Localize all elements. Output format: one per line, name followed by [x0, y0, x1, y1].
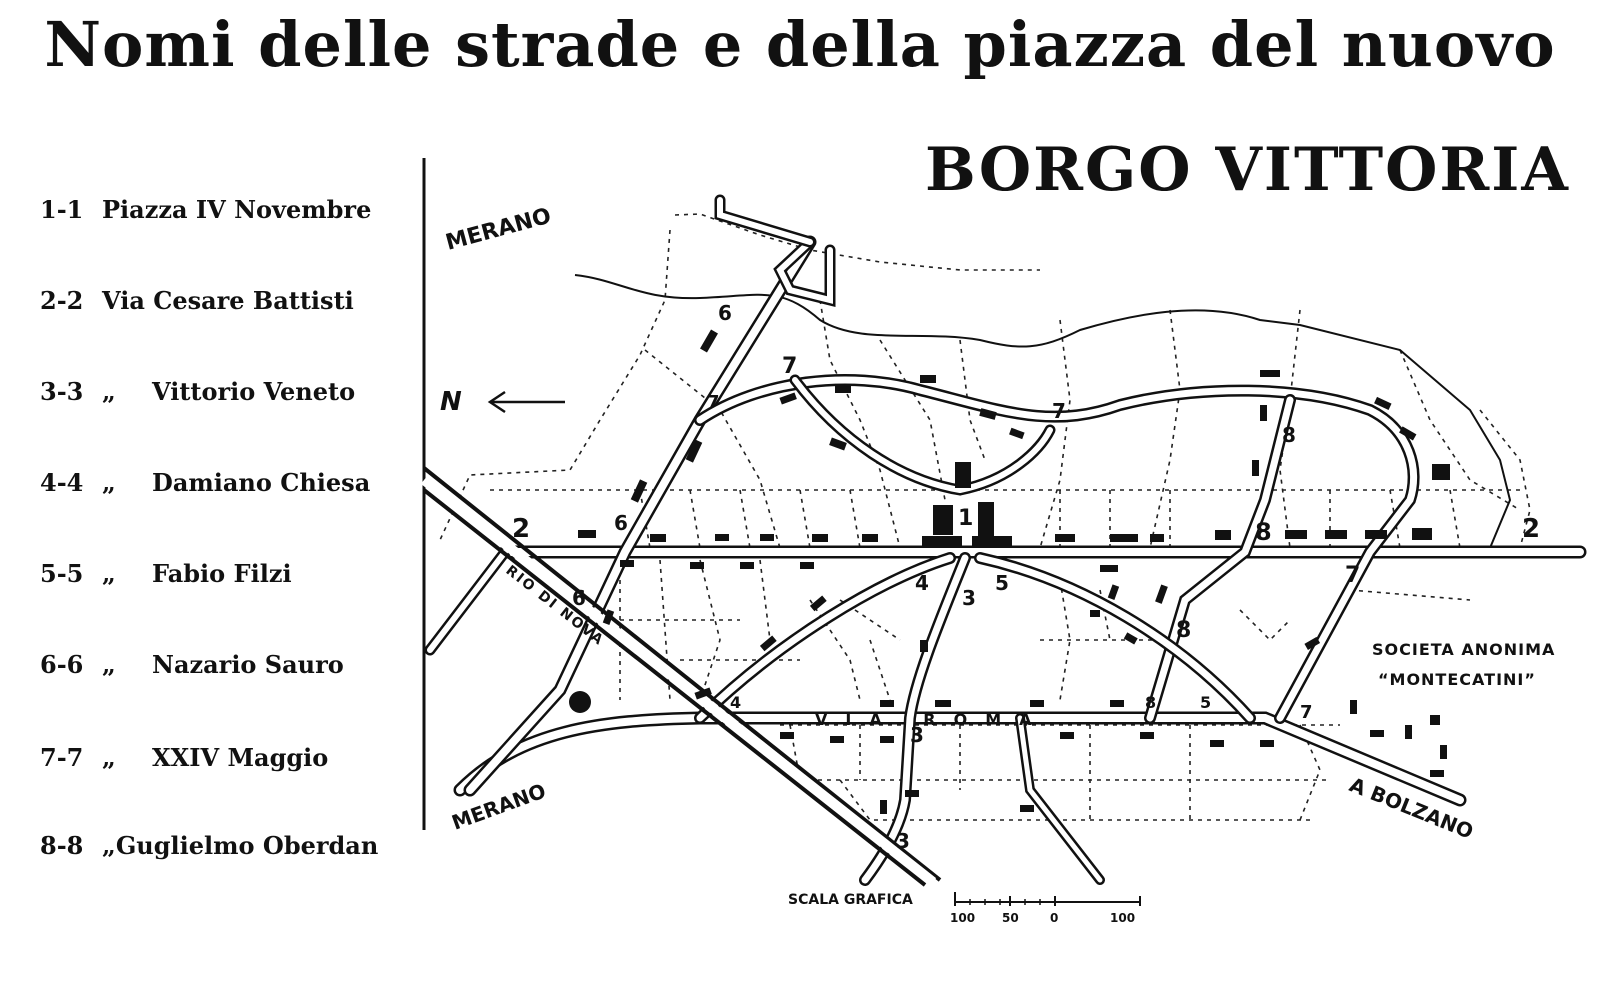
legend-street-name: XXIV Maggio [152, 743, 329, 772]
legend-street-name: Guglielmo Oberdan [115, 831, 379, 860]
street-number: 6 [614, 511, 628, 535]
street-number: 8 [1176, 618, 1191, 643]
street-number: 8 [1255, 518, 1272, 546]
street-number: 5 [1200, 693, 1211, 712]
legend-ditto-mark: „ [102, 559, 116, 588]
scale-tick-label: 50 [1002, 911, 1019, 925]
street-number: 2 [512, 514, 530, 544]
legend-code: 5-5 [40, 559, 84, 588]
legend-street-name: Via Cesare Battisti [102, 286, 354, 315]
street-number: 8 [1145, 693, 1156, 712]
scale-tick-label: 0 [1050, 911, 1058, 925]
via-roma-label: VIA ROMA [815, 710, 1050, 729]
legend-code: 6-6 [40, 650, 84, 679]
scale-tick-label: 100 [1110, 911, 1135, 925]
street-number: 3 [962, 586, 976, 610]
legend-code: 3-3 [40, 377, 84, 406]
north-arrow [487, 390, 565, 414]
rio-di-nova-channel [420, 466, 942, 887]
roads [424, 194, 1587, 886]
street-number: 5 [995, 571, 1009, 595]
legend-item: 7-7 „ XXIV Maggio [40, 743, 328, 773]
street-number: 1 [958, 506, 973, 531]
legend-ditto-mark: „ [102, 831, 116, 860]
legend-ditto-mark: „ [102, 650, 116, 679]
graphic-scale: SCALA GRAFICA 100 50 0 100 [788, 892, 1141, 925]
street-number: 7 [707, 392, 720, 413]
legend-code: 1-1 [40, 195, 84, 224]
map-title: Nomi delle strade e della piazza del nuo… [44, 8, 1556, 81]
legend-street-name: Piazza IV Novembre [102, 195, 372, 224]
legend-item: 3-3 „ Vittorio Veneto [40, 377, 355, 407]
merano-top-label: MERANO [443, 204, 554, 256]
street-number: 7 [782, 354, 797, 379]
scale-tick-label: 100 [950, 911, 975, 925]
street-number: 7 [1052, 399, 1066, 423]
legend-item: 6-6 „ Nazario Sauro [40, 650, 344, 680]
legend-code: 7-7 [40, 743, 84, 772]
street-number: 7 [1345, 563, 1360, 588]
company-label-line1: SOCIETA ANONIMA [1372, 640, 1555, 659]
company-label-line2: “MONTECATINI” [1378, 670, 1536, 689]
stream-line [574, 274, 1512, 549]
legend-street-name: Fabio Filzi [152, 559, 292, 588]
rio-di-nova-label: RIO DI NOVA [503, 563, 608, 650]
north-label: N [440, 387, 462, 417]
street-number: 4 [915, 571, 929, 595]
legend-code: 8-8 [40, 831, 84, 860]
building-blocks [569, 329, 1450, 814]
legend-street-name: Vittorio Veneto [152, 377, 356, 406]
street-number: 2 [1522, 514, 1540, 544]
legend-item: 2-2 Via Cesare Battisti [40, 286, 354, 316]
legend-code: 2-2 [40, 286, 84, 315]
legend-ditto-mark: „ [102, 743, 116, 772]
street-number: 6 [572, 586, 586, 610]
legend-street-name: Nazario Sauro [152, 650, 344, 679]
street-number: 3 [910, 723, 924, 747]
street-number: 3 [896, 829, 910, 853]
legend-code: 4-4 [40, 468, 84, 497]
legend-street-name: Damiano Chiesa [152, 468, 371, 497]
legend-item: 8-8 „Guglielmo Oberdan [40, 831, 378, 861]
piazza-building [922, 462, 1012, 546]
map-subtitle: BORGO VITTORIA [925, 135, 1570, 205]
legend-ditto-mark: „ [102, 468, 116, 497]
scale-label: SCALA GRAFICA [788, 892, 913, 908]
street-number: 8 [1282, 423, 1296, 447]
legend-item: 1-1 Piazza IV Novembre [40, 195, 371, 225]
street-number-labels: 1 2 2 3 3 3 4 4 5 5 6 6 6 7 7 7 7 7 8 8 … [512, 301, 1540, 853]
legend-ditto-mark: „ [102, 377, 116, 406]
legend-item: 4-4 „ Damiano Chiesa [40, 468, 370, 498]
street-number: 7 [1300, 702, 1313, 723]
legend-item: 5-5 „ Fabio Filzi [40, 559, 292, 589]
street-number: 4 [730, 693, 741, 712]
street-number: 6 [718, 301, 732, 325]
